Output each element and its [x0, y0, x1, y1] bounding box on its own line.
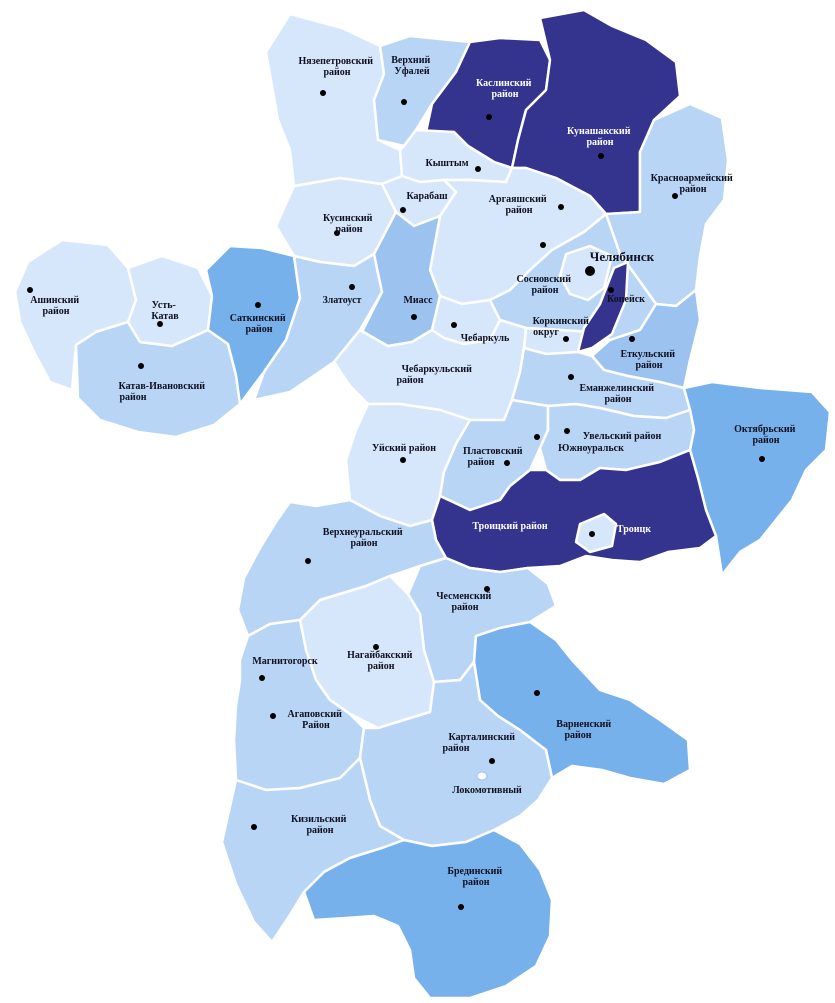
- region-oktyabrsky[interactable]: [682, 380, 832, 577]
- label-etkulsky: Еткульский район: [620, 349, 677, 371]
- region-kopeysk[interactable]: [576, 260, 630, 354]
- region-troitsk[interactable]: [574, 512, 618, 554]
- marker-uvelsky: [564, 428, 570, 434]
- region-labels: Нязепетровский район Верхний Уфалей Касл…: [30, 55, 798, 888]
- marker-karabash: [400, 207, 406, 213]
- marker-miass: [411, 314, 417, 320]
- marker-korkinsky: [563, 336, 569, 342]
- label-varnensky: Варненский район: [556, 719, 613, 741]
- marker-troitsk: [589, 531, 595, 537]
- marker-agapovsky: [270, 713, 276, 719]
- label-uysky: Уйский район: [372, 443, 436, 454]
- marker-etkulsky: [629, 336, 635, 342]
- label-karabash: Карабаш: [406, 191, 448, 202]
- label-kopeysk: Копейск: [607, 294, 645, 305]
- marker-kizilsky: [251, 824, 257, 830]
- marker-bredinsky: [458, 904, 464, 910]
- marker-verkhneuralsky: [305, 558, 311, 564]
- label-ust-katav: Усть- Катав: [151, 300, 179, 322]
- label-kartalinsky: Карталинский район: [442, 732, 517, 754]
- marker-ashinsky: [27, 287, 33, 293]
- label-chelyabinsk: Челябинск: [590, 249, 655, 264]
- label-kunashaksky: Кунашакский район: [567, 126, 633, 148]
- marker-kartalinsky: [489, 758, 495, 764]
- region-verkhny-ufaley[interactable]: [372, 34, 472, 148]
- label-kizilsky: Кизильский район: [291, 814, 349, 836]
- label-chebarkulsky: Чебаркульский район: [396, 364, 474, 386]
- region-bredinsky[interactable]: [302, 828, 554, 1000]
- label-verkhneuralsky: Верхнеуральский район: [323, 527, 405, 549]
- label-katav-ivanovsky: Катав-Ивановский район: [118, 381, 207, 403]
- marker-krasnoarmeysky: [672, 193, 678, 199]
- label-chebarkul: Чебаркуль: [461, 333, 510, 344]
- marker-chesmensky: [484, 586, 490, 592]
- label-sosnovsky: Сосновский район: [517, 274, 574, 296]
- marker-chelyabinsk: [585, 266, 595, 276]
- label-kusinsky: Кусинский район: [323, 213, 375, 235]
- marker-magnitogorsk: [259, 675, 265, 681]
- marker-kyshtym: [475, 166, 481, 172]
- label-troitsky: Троицкий район: [472, 521, 547, 532]
- label-verkhny-ufaley: Верхний Уфалей: [391, 55, 432, 77]
- region-ust-katav[interactable]: [126, 254, 214, 348]
- marker-kusinsky: [334, 230, 340, 236]
- label-oktyabrsky: Октябрьский район: [734, 424, 798, 446]
- label-kaslinsky: Каслинский район: [476, 78, 534, 100]
- region-shapes: [13, 8, 832, 1000]
- marker-chebarkul: [451, 322, 457, 328]
- marker-lokomotivny: [476, 771, 488, 781]
- label-emanzhelinsky: Еманжелинский район: [579, 383, 656, 405]
- label-lokomotivny: Локомотивный: [452, 785, 522, 796]
- label-miass: Миасс: [403, 295, 433, 306]
- marker-oktyabrsky: [759, 456, 765, 462]
- marker-zlatoust: [349, 284, 355, 290]
- marker-kaslinsky: [486, 114, 492, 120]
- marker-varnensky: [534, 690, 540, 696]
- label-kyshtym: Кыштым: [425, 158, 468, 169]
- marker-argayashsky: [558, 204, 564, 210]
- label-korkinsky: Коркинский округ: [533, 316, 592, 338]
- marker-emanzhelinsky: [568, 374, 574, 380]
- label-ashinsky: Ашинский район: [30, 295, 81, 317]
- label-agapovsky: Агаповский Район: [288, 709, 345, 731]
- marker-katav-ivanovsky: [138, 363, 144, 369]
- marker-kopeysk: [608, 287, 614, 293]
- marker-uysky: [400, 457, 406, 463]
- marker-nagaybaksky: [373, 644, 379, 650]
- marker-verkhny-ufaley: [401, 99, 407, 105]
- label-uvelsky: Увельский район: [583, 431, 662, 442]
- marker-kunashaksky: [598, 153, 604, 159]
- marker-nyazepetrovsky: [320, 90, 326, 96]
- marker-satkinsky: [255, 302, 261, 308]
- marker-sosnovsky: [540, 242, 546, 248]
- label-magnitogorsk: Магнитогорск: [252, 656, 318, 667]
- label-satkinsky: Саткинский район: [230, 313, 288, 335]
- label-plastovsky: Пластовский район: [463, 446, 525, 468]
- marker-yuzhnouralsk: [534, 434, 540, 440]
- label-krasnoarmeysky: Красноармейский район: [651, 173, 736, 195]
- label-zlatoust: Златоуст: [323, 295, 362, 306]
- label-nagaybaksky: Нагайбакский район: [347, 650, 415, 672]
- label-yuzhnouralsk: Южноуральск: [558, 443, 624, 454]
- label-chesmensky: Чесменский район: [436, 591, 494, 613]
- label-nyazepetrovsky: Нязепетровский район: [299, 56, 376, 78]
- label-troitsk: Троицк: [617, 524, 651, 535]
- label-bredinsky: Брединский район: [447, 866, 504, 888]
- marker-ust-katav: [157, 321, 163, 327]
- label-argayashsky: Аргаяшский район: [489, 194, 549, 216]
- marker-plastovsky: [504, 460, 510, 466]
- settlement-markers: [27, 90, 765, 910]
